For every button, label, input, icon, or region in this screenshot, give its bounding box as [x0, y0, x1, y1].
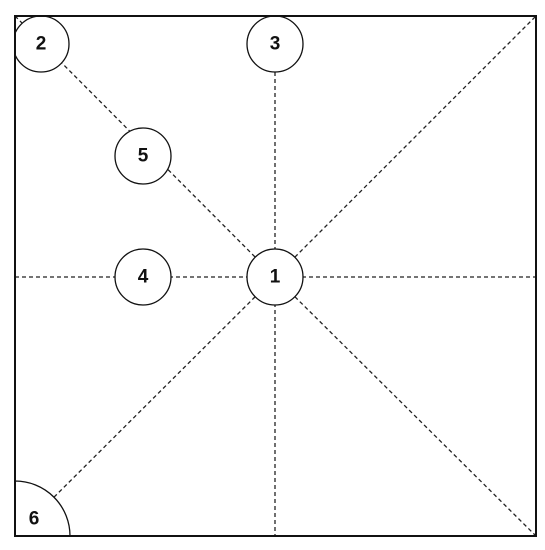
diagonal-bottom-right-line	[274, 276, 537, 537]
diagonal-top-right-line	[274, 15, 537, 278]
node-6: 6	[14, 480, 71, 537]
node-5-label: 5	[138, 146, 149, 167]
node-2: 2	[15, 16, 70, 73]
node-6-quarter-circle	[14, 480, 71, 537]
node-1: 1	[246, 248, 304, 306]
node-1-circle	[246, 248, 304, 306]
node-2-circle	[15, 16, 70, 73]
node-6-label: 6	[29, 509, 40, 530]
outer-frame	[14, 15, 537, 537]
node-1-label: 1	[270, 267, 281, 288]
node-5-circle	[114, 127, 172, 185]
node-4-circle	[114, 248, 172, 306]
node-3-label: 3	[270, 34, 281, 55]
node-5: 5	[114, 127, 172, 185]
node-4-label: 4	[138, 267, 149, 288]
node-3: 3	[246, 15, 304, 73]
node-2-label: 2	[36, 34, 47, 55]
node-4: 4	[114, 248, 172, 306]
diagonal-bottom-left-line	[14, 276, 276, 537]
